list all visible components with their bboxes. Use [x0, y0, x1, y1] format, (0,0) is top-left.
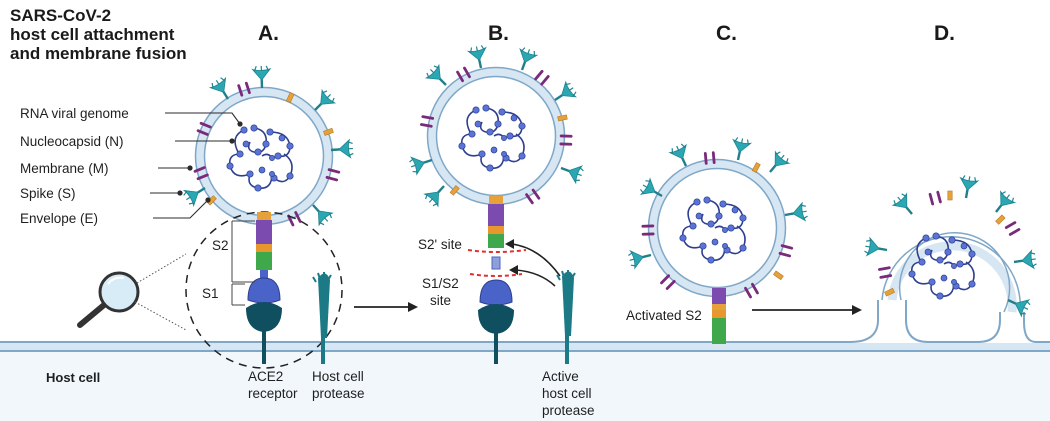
label-protease-line-2: protease: [312, 386, 365, 401]
spike-closeup-a: [246, 212, 282, 364]
panel-label-a: A.: [258, 22, 279, 45]
virion-b: [407, 43, 586, 210]
protease-action-arrows: [505, 239, 561, 287]
label-ace2-line-2: receptor: [248, 386, 298, 401]
activated-s2-spike: [712, 288, 726, 344]
s1-bracket: [231, 283, 245, 306]
virion-a: [180, 64, 355, 229]
legend-rna-genome: RNA viral genome: [20, 106, 129, 121]
label-s1: S1: [202, 286, 219, 301]
label-s2: S2: [212, 238, 229, 253]
active-protease-b: [556, 270, 576, 364]
host-protease-a: [312, 272, 332, 364]
legend-membrane: Membrane (M): [20, 161, 109, 176]
label-s2prime-site: S2' site: [418, 237, 462, 252]
s1s2-cleavage-line: [469, 273, 523, 277]
legend-nucleocapsid: Nucleocapsid (N): [20, 134, 124, 149]
host-cell-cytoplasm: [0, 348, 1050, 421]
panel-label-c: C.: [716, 22, 737, 45]
figure-title-line-1: SARS-CoV-2: [10, 6, 111, 25]
s2prime-cleavage-line: [467, 249, 527, 253]
label-s1s2-site-line-2: site: [430, 293, 451, 308]
label-activated-s2: Activated S2: [626, 308, 702, 323]
label-ace2-line-1: ACE2: [248, 369, 283, 384]
arrow-a-to-b: [354, 302, 418, 312]
legend-envelope: Envelope (E): [20, 211, 98, 226]
label-s1s2-site-line-1: S1/S2: [422, 276, 459, 291]
label-host-cell: Host cell: [46, 370, 100, 385]
arrow-c-to-d: [752, 305, 862, 315]
virion-c: [626, 135, 810, 299]
label-active-line-3: protease: [542, 403, 595, 418]
panel-label-d: D.: [934, 22, 955, 45]
magnifier-icon: [77, 271, 140, 328]
spike-closeup-b: [478, 196, 514, 364]
s2-bracket: [231, 220, 255, 283]
label-protease-line-1: Host cell: [312, 369, 364, 384]
figure-title-line-2: host cell attachment: [10, 25, 175, 44]
host-cell-membrane: [0, 300, 1050, 343]
label-active-line-2: host cell: [542, 386, 592, 401]
zoom-lines: [134, 253, 187, 331]
virion-d-fusing: [862, 173, 1039, 319]
legend-leaders: [150, 112, 243, 219]
label-active-line-1: Active: [542, 369, 579, 384]
legend-spike: Spike (S): [20, 186, 76, 201]
figure-title-line-3: and membrane fusion: [10, 44, 187, 63]
panel-label-b: B.: [488, 22, 509, 45]
